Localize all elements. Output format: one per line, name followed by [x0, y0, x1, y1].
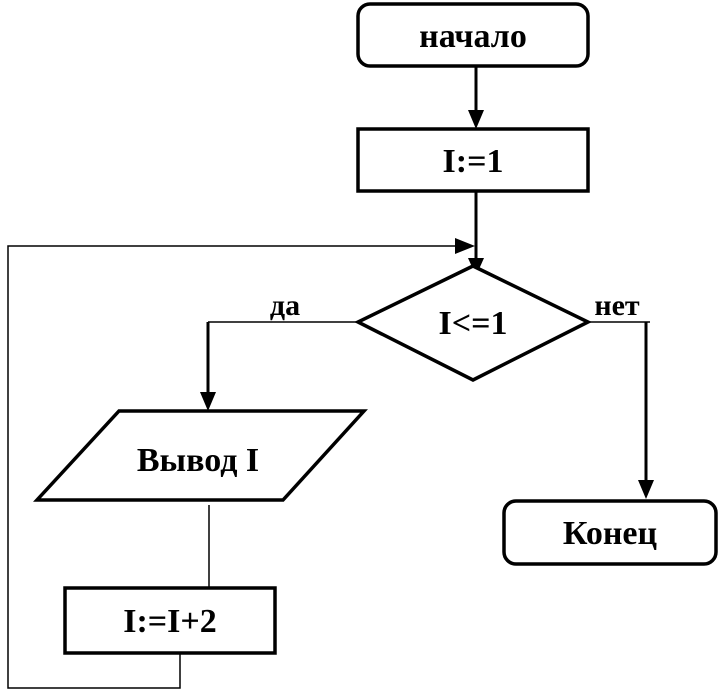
arrowhead-yes	[200, 392, 216, 411]
init-label: I:=1	[443, 143, 504, 180]
start-shape	[356, 2, 590, 68]
end-shape	[502, 499, 718, 566]
yes-label: да	[270, 289, 300, 322]
output-node: Вывод I	[33, 409, 368, 502]
end-node: Конец	[502, 499, 718, 566]
increment-shape	[63, 586, 277, 655]
arrowhead-loop-back	[455, 238, 475, 254]
init-node: I:=1	[356, 127, 590, 193]
condition-node: I<=1	[354, 264, 592, 382]
no-label: нет	[594, 289, 640, 322]
increment-node: I:=I+2	[63, 586, 277, 655]
edge-loop-back	[7, 245, 458, 689]
condition-label: I<=1	[439, 305, 508, 342]
init-shape	[356, 127, 590, 193]
start-node: начало	[356, 2, 590, 68]
start-label: начало	[419, 18, 527, 55]
condition-shape	[354, 264, 592, 382]
arrowhead-start-to-init	[468, 110, 484, 129]
arrowhead-no	[638, 480, 654, 499]
end-label: Конец	[563, 515, 658, 552]
output-label: Вывод I	[137, 442, 259, 479]
increment-label: I:=I+2	[123, 603, 217, 640]
output-shape	[33, 409, 368, 502]
